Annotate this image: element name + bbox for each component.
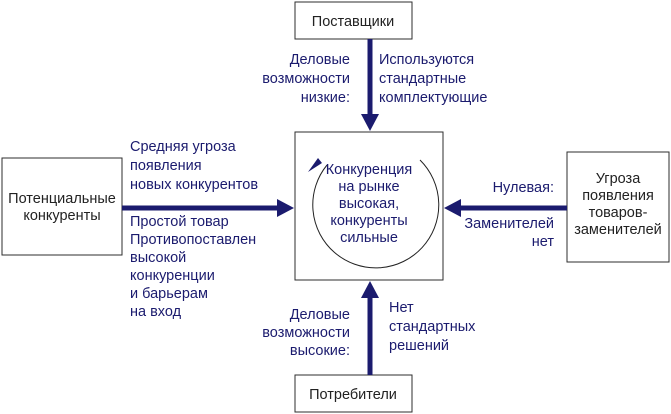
substitutes-label-4: заменителей xyxy=(574,222,662,238)
potential-note-1: Средняя угроза xyxy=(130,139,237,155)
potential-detail-1: Простой товар xyxy=(130,214,229,230)
suppliers-note-1: Деловые xyxy=(290,52,350,68)
center-label-5: сильные xyxy=(340,230,398,246)
arrow-potential-head xyxy=(277,199,294,217)
substitutes-detail-1: Заменителей xyxy=(464,216,554,232)
center-label-3: высокая, xyxy=(339,196,399,212)
suppliers-label: Поставщики xyxy=(312,14,394,30)
consumers-detail-1: Нет xyxy=(389,300,414,316)
consumers-note-3: высокие: xyxy=(290,343,350,359)
consumers-label: Потребители xyxy=(309,387,397,403)
substitutes-label-1: Угроза xyxy=(596,171,641,187)
substitutes-note: Нулевая: xyxy=(493,180,554,196)
suppliers-detail-1: Используются xyxy=(379,52,474,68)
consumers-detail-3: решений xyxy=(389,338,449,354)
arrow-consumers-head xyxy=(361,281,379,298)
potential-detail-2: Противопоставлен xyxy=(130,232,256,248)
suppliers-note-2: возможности xyxy=(262,71,350,87)
potential-label-2: конкуренты xyxy=(23,208,100,224)
industry-competition-box xyxy=(294,131,444,281)
potential-note-2: появления xyxy=(130,158,202,174)
substitutes-label-3: товаров- xyxy=(589,205,648,221)
consumers-note-1: Деловые xyxy=(290,307,350,323)
arrow-substitutes-head xyxy=(444,199,461,217)
substitutes-detail-2: нет xyxy=(532,234,555,250)
potential-label-1: Потенциальные xyxy=(8,191,116,207)
substitutes-box xyxy=(566,151,670,263)
potential-detail-3: высокой xyxy=(130,250,186,266)
substitutes-label-2: появления xyxy=(582,188,654,204)
potential-detail-5: и барьерам xyxy=(130,286,208,302)
potential-competitors-box xyxy=(1,157,123,256)
center-label-1: Конкуренция xyxy=(326,162,413,178)
consumers-box xyxy=(294,374,413,413)
rivalry-cycle-arrowhead xyxy=(308,158,322,172)
rivalry-cycle xyxy=(312,159,440,269)
suppliers-detail-2: стандартные xyxy=(379,71,466,87)
suppliers-box xyxy=(294,1,413,40)
consumers-note-2: возможности xyxy=(262,325,350,341)
potential-note-3: новых конкурентов xyxy=(130,177,258,193)
center-label-4: конкуренты xyxy=(330,213,407,229)
suppliers-note-3: низкие: xyxy=(301,90,350,106)
center-label-2: на рынке xyxy=(338,179,399,195)
arrow-suppliers-head xyxy=(361,114,379,131)
potential-detail-6: на вход xyxy=(130,304,182,320)
consumers-detail-2: стандартных xyxy=(389,319,476,335)
suppliers-detail-3: комплектующие xyxy=(379,90,487,106)
potential-detail-4: конкуренции xyxy=(130,268,215,284)
